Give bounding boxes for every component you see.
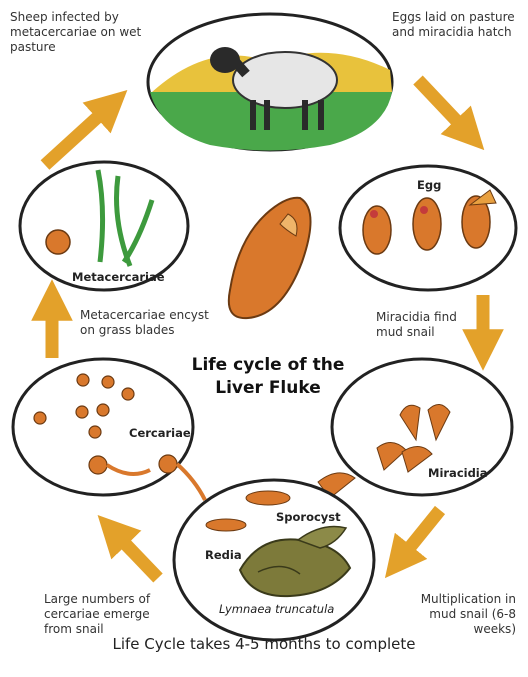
label-sporocyst: Sporocyst: [276, 510, 341, 524]
step-eggs-text: Eggs laid on pasture and miracidia hatch: [392, 10, 515, 40]
cercaria-icon: [97, 404, 109, 416]
step-miracidia-line: Miracidia find: [376, 310, 457, 325]
cercaria-icon: [34, 412, 46, 424]
label-metacercariae: Metacercariae: [72, 270, 165, 284]
step-multiplication-text: Multiplication in mud snail (6-8 weeks): [386, 592, 516, 637]
label-miracidia: Miracidia: [428, 466, 488, 480]
step-miracidia-text: Miracidia find mud snail: [376, 310, 457, 340]
title-line-1: Life cycle of the: [178, 354, 358, 377]
step-encyst-line: Metacercariae encyst: [80, 308, 209, 323]
diagram-title: Life cycle of the Liver Fluke: [178, 354, 358, 400]
cercaria-icon: [102, 376, 114, 388]
arrow-miracidia-to-snail: [398, 510, 440, 562]
step-sheep-line: pasture: [10, 40, 141, 55]
sheep-stage: [148, 14, 392, 151]
step-sheep-text: Sheep infected by metacercariae on wet p…: [10, 10, 141, 55]
arrow-snail-to-cercariae: [112, 530, 158, 578]
step-multiplication-line: mud snail (6-8: [386, 607, 516, 622]
step-miracidia-line: mud snail: [376, 325, 457, 340]
cercaria-icon: [122, 388, 134, 400]
arrow-sheep-to-egg: [418, 80, 470, 135]
cercaria-icon: [89, 426, 101, 438]
step-eggs-line: Eggs laid on pasture: [392, 10, 515, 25]
title-line-2: Liver Fluke: [178, 377, 358, 400]
step-emerge-line: cercariae emerge: [44, 607, 150, 622]
adult-fluke-icon: [229, 198, 311, 318]
step-emerge-text: Large numbers of cercariae emerge from s…: [44, 592, 150, 637]
cercaria-icon: [89, 456, 107, 474]
cercaria-icon: [76, 406, 88, 418]
label-redia: Redia: [205, 548, 242, 562]
label-snail-species: Lymnaea truncatula: [219, 602, 334, 616]
label-cercariae: Cercariae: [129, 426, 191, 440]
step-multiplication-line: Multiplication in: [386, 592, 516, 607]
arrow-metacercariae-to-sheep: [45, 104, 112, 165]
step-eggs-line: and miracidia hatch: [392, 25, 515, 40]
label-egg: Egg: [417, 178, 441, 192]
metacercaria-cyst-icon: [46, 230, 70, 254]
sporocyst-icon: [246, 491, 290, 505]
snail-stage: [174, 480, 374, 640]
footer-caption: Life Cycle takes 4-5 months to complete: [0, 635, 528, 653]
step-emerge-line: Large numbers of: [44, 592, 150, 607]
egg-icon: [413, 198, 441, 250]
step-sheep-line: metacercariae on wet: [10, 25, 141, 40]
redia-icon: [206, 519, 246, 531]
cercaria-icon: [159, 455, 177, 473]
cercaria-icon: [77, 374, 89, 386]
step-encyst-line: on grass blades: [80, 323, 209, 338]
step-sheep-line: Sheep infected by: [10, 10, 141, 25]
step-encyst-text: Metacercariae encyst on grass blades: [80, 308, 209, 338]
